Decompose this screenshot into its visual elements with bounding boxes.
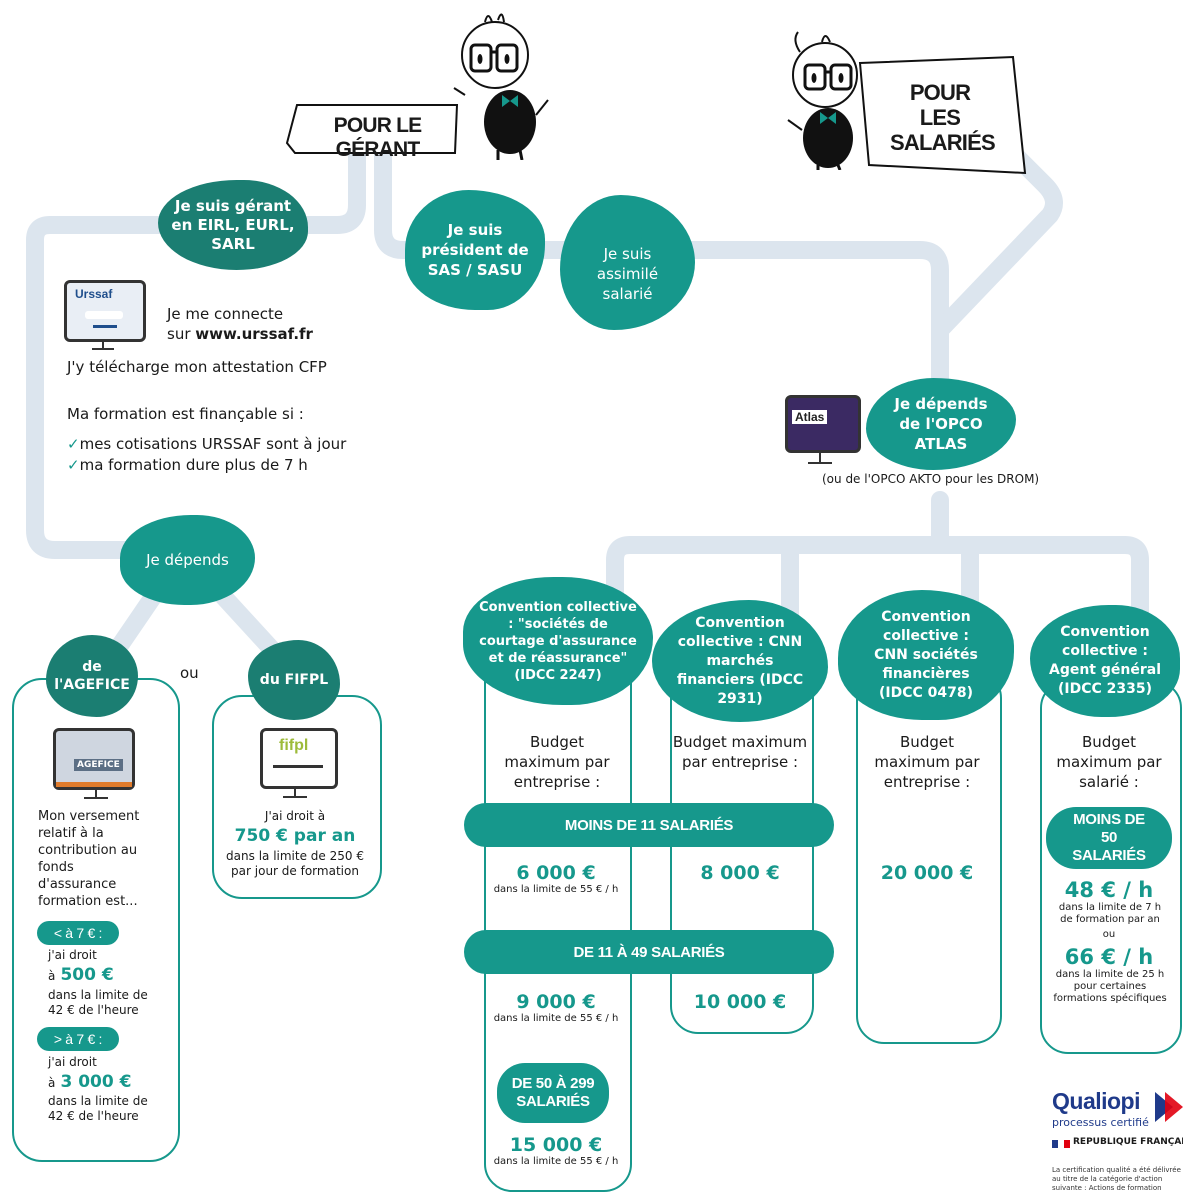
qualiopi-subtitle: processus certifié: [1052, 1116, 1149, 1129]
lt7-line2: à 500 €: [48, 965, 114, 985]
urssaf-screen-icon: Urssaf: [64, 280, 146, 342]
urssaf-website-link[interactable]: www.urssaf.fr: [195, 325, 313, 343]
amount-marches-moins11: 8 000 €: [700, 862, 780, 884]
agefice-text: Mon versement relatif à la contribution …: [38, 809, 140, 909]
lt7-line3: dans la limite de 42 € de l'heure: [48, 988, 148, 1017]
atlas-screen-icon: Atlas: [785, 395, 861, 453]
mascot-gerant-illustration: [453, 13, 549, 160]
note-agent-48: dans la limite de 7 h de formation par a…: [1058, 902, 1162, 925]
gt7-line3: dans la limite de 42 € de l'heure: [48, 1094, 148, 1123]
pill-11-49-salaries: DE 11 À 49 SALARIÉS: [464, 930, 834, 974]
atlas-screen-base: [808, 462, 832, 464]
blob-cc-marches: Convention collective : CNN marchés fina…: [652, 600, 828, 722]
limit-courtage-moins11: dans la limite de 55 € / h: [493, 884, 619, 895]
gt7-line2: à 3 000 €: [48, 1072, 131, 1092]
urssaf-line1: Je me connecte: [167, 305, 284, 323]
budget-label-agent: Budget maximum par salarié :: [1056, 733, 1162, 791]
fifpl-logo: fifpl: [279, 737, 309, 754]
pill-lt7: < à 7 € :: [37, 921, 119, 945]
blob-fifpl: du FIFPL: [248, 640, 340, 720]
urssaf-line2-prefix: sur: [167, 325, 196, 343]
fifpl-amount: 750 € par an: [234, 826, 356, 846]
urssaf-screen-stand: [102, 339, 104, 348]
check-item-1: ✓mes cotisations URSSAF sont à jour: [67, 435, 346, 453]
agefice-screen-base: [84, 797, 108, 799]
amount-courtage-moins11: 6 000 €: [516, 862, 596, 884]
gt7-amount: 3 000 €: [60, 1072, 132, 1092]
republique-francaise: RÉPUBLIQUE FRANÇAISE: [1073, 1137, 1183, 1147]
blob-je-depends: Je dépends: [120, 515, 255, 605]
pill-moins-50-salaries: MOINS DE 50 SALARIÉS: [1046, 807, 1172, 869]
atlas-logo: Atlas: [792, 410, 828, 424]
agefice-screen-icon: AGEFICE: [53, 728, 135, 790]
lt7-amount: 500 €: [60, 965, 114, 985]
fifpl-line3: dans la limite de 250 € par jour de form…: [226, 849, 364, 878]
urssaf-screen-base: [92, 348, 114, 350]
budget-label-courtage: Budget maximum par entreprise :: [504, 733, 610, 791]
ou-label: ou: [180, 664, 199, 682]
amount-marches-11-49: 10 000 €: [693, 991, 787, 1013]
blob-gerant-eirl: Je suis gérant en EIRL, EURL, SARL: [158, 180, 308, 270]
blob-cc-agent: Convention collective : Agent général (I…: [1030, 605, 1180, 717]
fifpl-screen-base: [283, 796, 307, 798]
blob-opco-atlas: Je dépends de l'OPCO ATLAS: [866, 378, 1016, 470]
blob-president-sas: Je suis président de SAS / SASU: [405, 190, 545, 310]
fifpl-screen-icon: fifpl: [260, 728, 338, 789]
blob-cc-societes: Convention collective : CNN sociétés fin…: [838, 590, 1014, 720]
french-flag-icon: [1052, 1140, 1070, 1148]
certification-note: La certification qualité a été délivrée …: [1052, 1166, 1181, 1192]
convention-card-marches: [670, 670, 814, 1034]
limit-courtage-11-49: dans la limite de 55 € / h: [493, 1013, 619, 1024]
gerant-sign-label: POUR LE GÉRANT: [333, 114, 423, 161]
checkmark-icon: ✓: [67, 435, 80, 453]
atlas-screen-stand: [819, 450, 821, 462]
mascot-salaries-illustration: [787, 31, 858, 170]
lt7-a: à: [48, 969, 56, 983]
salaries-sign-shape: [858, 55, 1027, 175]
fifpl-screen-stand: [294, 786, 296, 796]
gerant-sign-shape: [285, 104, 459, 154]
gt7-line1: j'ai droit: [48, 1055, 97, 1069]
note-agent-66: dans la limite de 25 h pour certaines fo…: [1053, 969, 1167, 1004]
convention-card-societes: [856, 670, 1002, 1044]
financable-title: Ma formation est finançable si :: [67, 405, 304, 423]
fifpl-line1: J'ai droit à: [264, 809, 326, 823]
amount-agent-66: 66 € / h: [1064, 945, 1154, 969]
blob-assimile-salarie: Je suis assimilé salarié: [560, 195, 695, 330]
pill-moins-11-salaries: MOINS DE 11 SALARIÉS: [464, 803, 834, 847]
pill-gt7: > à 7 € :: [37, 1027, 119, 1051]
agefice-logo: AGEFICE: [74, 759, 123, 771]
atlas-note: (ou de l'OPCO AKTO pour les DROM): [822, 472, 1040, 486]
urssaf-line2: sur www.urssaf.fr: [167, 325, 313, 343]
pill-50-299-salaries: DE 50 À 299 SALARIÉS: [497, 1063, 609, 1123]
checkmark-icon: ✓: [67, 456, 80, 474]
cfp-text: J'y télécharge mon attestation CFP: [67, 358, 327, 376]
blob-cc-courtage: Convention collective : "sociétés de cou…: [463, 577, 653, 705]
gt7-a: à: [48, 1076, 56, 1090]
blob-agefice: de l'AGEFICE: [46, 635, 138, 717]
salaries-sign-label: POUR LES SALARIÉS: [890, 80, 996, 155]
qualiopi-logo: Qualiopi: [1052, 1088, 1141, 1114]
ou-agent: ou: [1102, 929, 1116, 940]
amount-courtage-50-299: 15 000 €: [509, 1134, 603, 1156]
agefice-screen-stand: [95, 787, 97, 797]
urssaf-logo: Urssaf: [75, 287, 113, 301]
amount-agent-48: 48 € / h: [1064, 878, 1154, 902]
check-item-1-label: mes cotisations URSSAF sont à jour: [79, 435, 347, 453]
check-item-2: ✓ma formation dure plus de 7 h: [67, 456, 308, 474]
qualiopi-arrow-icon: [1155, 1092, 1183, 1122]
lt7-line1: j'ai droit: [48, 948, 97, 962]
limit-courtage-50-299: dans la limite de 55 € / h: [493, 1156, 619, 1167]
budget-label-marches: Budget maximum par entreprise :: [672, 733, 808, 771]
amount-societes: 20 000 €: [880, 862, 974, 884]
check-item-2-label: ma formation dure plus de 7 h: [79, 456, 308, 474]
amount-courtage-11-49: 9 000 €: [516, 991, 596, 1013]
budget-label-societes: Budget maximum par entreprise :: [874, 733, 980, 791]
